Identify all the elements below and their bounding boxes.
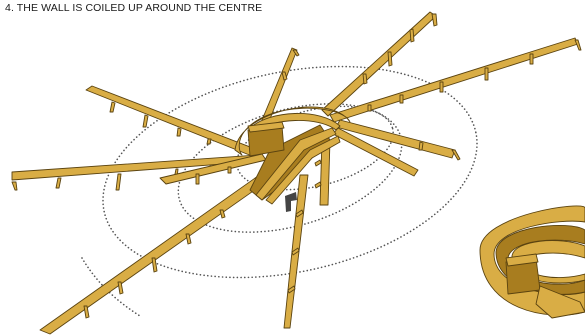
- wall-arm-upper-left-ribs: [110, 102, 211, 144]
- wall-arm-top-center: [262, 48, 297, 124]
- wall-arm-down-right-ribs: [315, 160, 321, 188]
- coil-model-inset: [480, 206, 585, 318]
- centre-marker: [285, 192, 297, 212]
- wall-arm-lower-left: [40, 176, 266, 334]
- wall-arm-upper-left: [86, 86, 258, 156]
- wall-arm-left-tip: [12, 182, 17, 190]
